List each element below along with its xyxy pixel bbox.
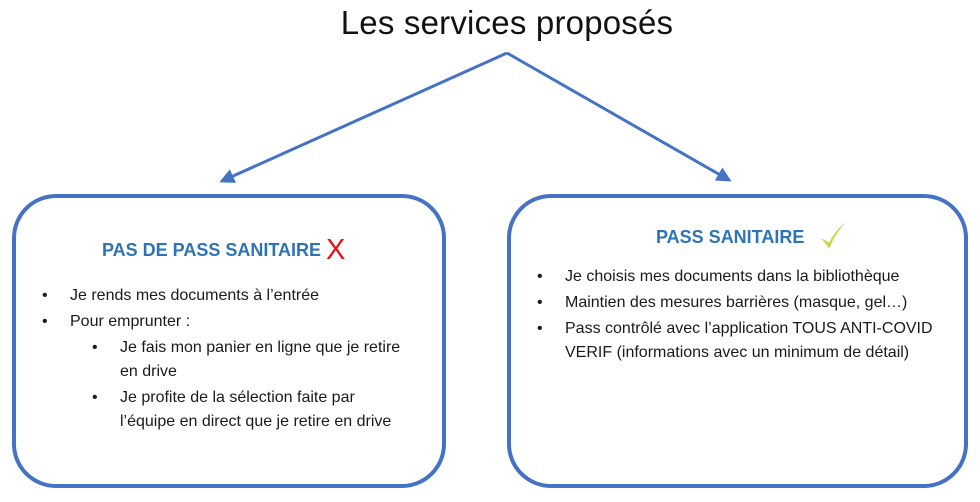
no-pass-list: Je rends mes documents à l’entrée Pour e… bbox=[40, 284, 412, 436]
x-mark-icon: X bbox=[326, 234, 346, 266]
list-item: Maintien des mesures barrières (masque, … bbox=[535, 291, 935, 315]
pass-heading: PASS SANITAIRE bbox=[656, 221, 847, 251]
sub-list-item: Je profite de la sélection faite par l’é… bbox=[90, 386, 412, 434]
list-item: Je rends mes documents à l’entrée bbox=[40, 284, 412, 308]
no-pass-heading-text: PAS DE PASS SANITAIRE bbox=[102, 240, 322, 260]
list-item: Je choisis mes documents dans la bibliot… bbox=[535, 265, 935, 289]
arrow-to-left-box bbox=[219, 51, 508, 183]
sub-list-item: Je fais mon panier en ligne que je retir… bbox=[90, 336, 412, 384]
pass-heading-text: PASS SANITAIRE bbox=[656, 227, 805, 247]
list-item-text: Pour emprunter : bbox=[70, 313, 191, 330]
borrow-sublist: Je fais mon panier en ligne que je retir… bbox=[90, 336, 412, 434]
list-item: Pour emprunter : Je fais mon panier en l… bbox=[40, 310, 412, 434]
arrow-to-right-box bbox=[506, 51, 732, 182]
diagram-title: Les services proposés bbox=[340, 4, 674, 41]
pass-list: Je choisis mes documents dans la bibliot… bbox=[535, 265, 935, 367]
list-item: Pass contrôlé avec l’application TOUS AN… bbox=[535, 317, 935, 365]
pass-box: PASS SANITAIRE Je choisis mes documents … bbox=[507, 194, 968, 488]
checkmark-icon bbox=[821, 222, 847, 249]
